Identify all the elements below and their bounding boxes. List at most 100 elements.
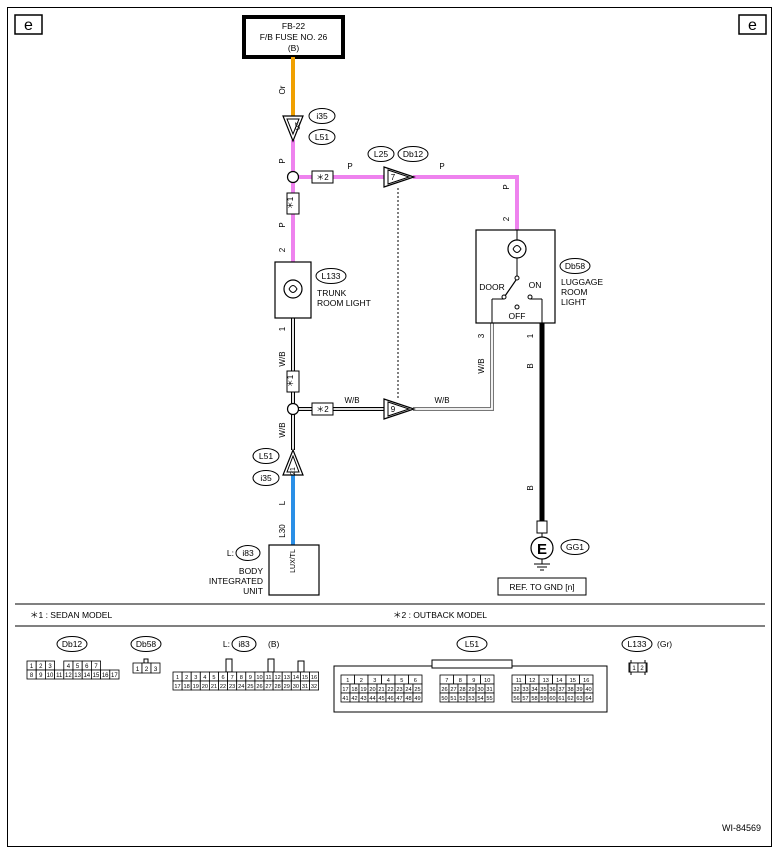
cv-i83-pin: 14 <box>290 671 301 682</box>
svg-text:5: 5 <box>212 675 215 681</box>
marker-m1-top: ＊1 <box>286 192 300 215</box>
cv-l51-pin: 61 <box>556 692 567 703</box>
svg-text:28: 28 <box>459 687 465 693</box>
cv-l51-pin: 53 <box>466 692 477 703</box>
svg-text:12: 12 <box>275 675 281 681</box>
svg-text:25: 25 <box>247 684 253 690</box>
svg-text:64: 64 <box>585 696 591 702</box>
label-i83[interactable]: i83 <box>235 545 261 561</box>
svg-text:i83: i83 <box>242 548 254 558</box>
svg-text:21: 21 <box>211 684 217 690</box>
wire-wb-right <box>413 323 494 411</box>
label-l51-top[interactable]: L51 <box>308 129 336 145</box>
svg-text:1: 1 <box>136 666 140 673</box>
cv-i83-pin: 8 <box>236 671 247 682</box>
svg-text:18: 18 <box>184 684 190 690</box>
body-integrated-unit: LUX/TL <box>268 544 320 596</box>
svg-text:＊2: ＊2 <box>316 173 329 182</box>
label-db58[interactable]: Db58 <box>559 258 591 274</box>
cv-i83-pin: 28 <box>272 680 283 691</box>
svg-text:63: 63 <box>576 696 582 702</box>
cv-l51-pin: 8 <box>453 674 468 685</box>
label-l133[interactable]: L133 <box>315 268 347 284</box>
label-i35-top[interactable]: i35 <box>308 108 336 124</box>
cv-l51-pin: 33 <box>520 683 531 694</box>
page-tag-left[interactable]: e <box>14 14 43 35</box>
wire-label-wb1: W/B <box>278 351 287 366</box>
page-tag-left-text: e <box>24 17 33 34</box>
svg-text:45: 45 <box>378 696 384 702</box>
cv-l51-pin: 22 <box>385 683 396 694</box>
cv-l51-pin: 19 <box>358 683 369 694</box>
cv-i83-suffix: (B) <box>268 639 280 649</box>
svg-text:49: 49 <box>414 696 420 702</box>
page-tag-right[interactable]: e <box>738 14 767 35</box>
svg-text:35: 35 <box>540 687 546 693</box>
fuse-box: FB-22 F/B FUSE NO. 26 (B) <box>242 15 345 59</box>
label-gg1[interactable]: GG1 <box>560 539 590 555</box>
cv-i83-pin: 12 <box>272 671 283 682</box>
svg-text:L51: L51 <box>465 639 479 649</box>
cv-label-db12[interactable]: Db12 <box>56 636 88 652</box>
cv-l51-pin: 18 <box>349 683 360 694</box>
db12-pin9-text: 9 <box>391 405 396 414</box>
cv-db12-pin: 15 <box>91 669 102 680</box>
cv-label-i83[interactable]: i83 <box>231 636 257 652</box>
cv-l51-pin: 56 <box>511 692 522 703</box>
cv-i83-pin: 26 <box>254 680 265 691</box>
label-l51-bottom[interactable]: L51 <box>252 448 280 464</box>
cv-l51-pin: 39 <box>574 683 585 694</box>
cv-i83-pin: 23 <box>227 680 238 691</box>
cv-l51-key <box>431 659 513 669</box>
svg-text:8: 8 <box>240 675 243 681</box>
cv-i83-pin: 5 <box>208 671 219 682</box>
cv-l51-pin: 4 <box>381 674 396 685</box>
svg-text:19: 19 <box>360 687 366 693</box>
cv-l51-pin: 50 <box>439 692 450 703</box>
cv-i83-pin: 22 <box>218 680 229 691</box>
svg-text:13: 13 <box>543 678 549 684</box>
cv-i83-pin: 24 <box>236 680 247 691</box>
cv-i83-pin: 29 <box>281 680 292 691</box>
cv-label-l133[interactable]: L133 <box>621 636 653 652</box>
cv-l51-pin: 51 <box>448 692 459 703</box>
cv-i83-pin: 15 <box>299 671 310 682</box>
label-l25[interactable]: L25 <box>367 146 395 162</box>
cv-l51-pin: 29 <box>466 683 477 694</box>
marker-m1-bottom: ＊1 <box>286 370 300 393</box>
cv-l51-pin: 60 <box>547 692 558 703</box>
luggage-room-light <box>475 229 556 324</box>
label-i35-bottom[interactable]: i35 <box>252 470 280 486</box>
cv-label-db58[interactable]: Db58 <box>130 636 162 652</box>
cv-db12-pin: 1 <box>26 660 37 671</box>
cv-l51-pin: 40 <box>583 683 594 694</box>
svg-text:24: 24 <box>405 687 411 693</box>
svg-text:47: 47 <box>396 696 402 702</box>
cv-l51-pin: 5 <box>394 674 409 685</box>
luggage-pin2: 2 <box>502 216 511 221</box>
cv-db12-pin: 16 <box>100 669 111 680</box>
cv-i83-pin: 3 <box>190 671 201 682</box>
cv-l51-pin: 9 <box>466 674 481 685</box>
svg-text:28: 28 <box>275 684 281 690</box>
cv-db12-pin: 9 <box>35 669 46 680</box>
svg-text:3: 3 <box>194 675 197 681</box>
svg-text:5: 5 <box>76 664 80 670</box>
cv-l51-pin: 1 <box>340 674 355 685</box>
svg-text:＊1: ＊1 <box>286 374 295 387</box>
svg-text:Db58: Db58 <box>136 639 157 649</box>
svg-text:i35: i35 <box>260 473 272 483</box>
svg-text:19: 19 <box>193 684 199 690</box>
label-db12[interactable]: Db12 <box>397 146 429 162</box>
cv-label-l51[interactable]: L51 <box>456 636 488 652</box>
cv-i83-pin: 32 <box>309 680 320 691</box>
i35-pin20-text: 20 <box>293 122 300 130</box>
ref-to-gnd[interactable]: REF. TO GND [n] <box>497 577 587 596</box>
bcu-line3: UNIT <box>243 586 263 596</box>
wire-label-b1: B <box>526 363 535 368</box>
svg-text:12: 12 <box>65 673 72 679</box>
svg-text:57: 57 <box>522 696 528 702</box>
switch-lever <box>504 279 517 297</box>
